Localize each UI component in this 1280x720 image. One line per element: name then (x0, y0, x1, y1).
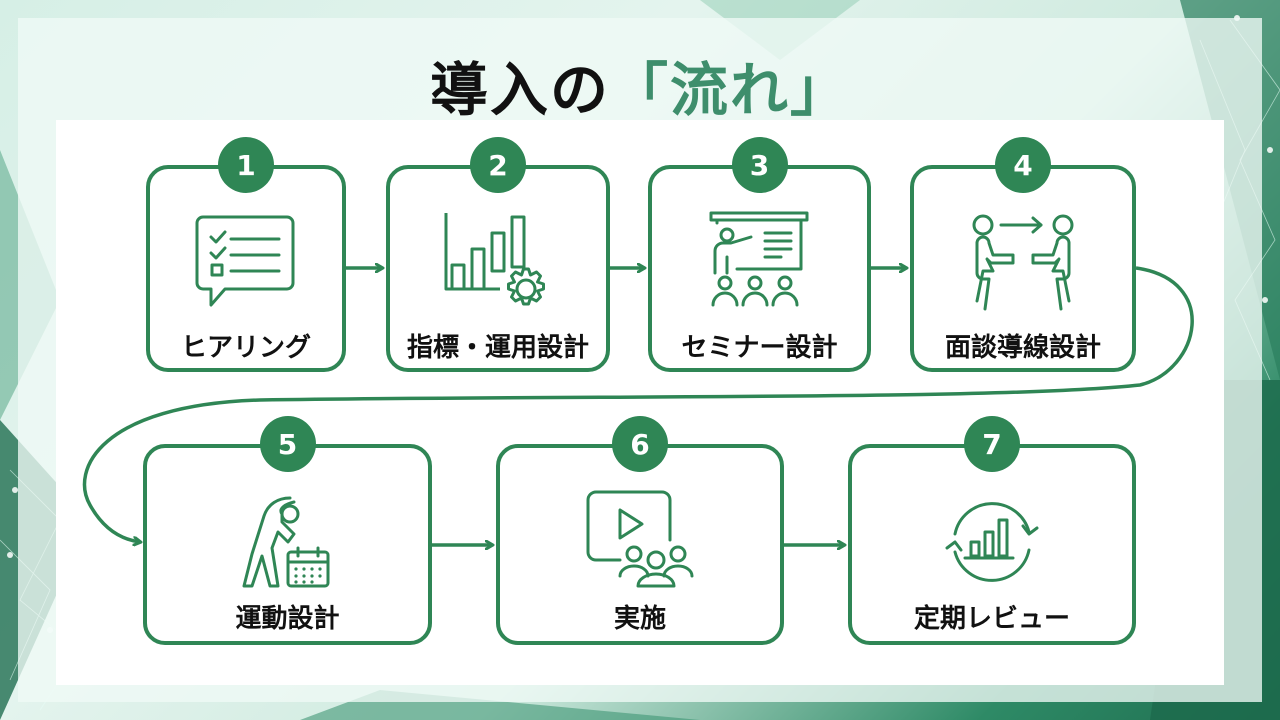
step-label: セミナー設計 (681, 333, 838, 363)
step-card-4: 4 面談導線設計 (910, 137, 1136, 372)
step-label: 面談導線設計 (944, 333, 1101, 363)
meeting-people-icon (972, 214, 1074, 311)
page-title: 導入の「流れ」 (0, 50, 1280, 130)
step-number-badge: 6 (612, 416, 668, 472)
step-number-badge: 4 (995, 137, 1051, 193)
step-card-1: 1 ヒアリング (146, 137, 346, 372)
step-number-badge: 3 (731, 137, 788, 193)
video-audience-icon (586, 490, 694, 588)
step-number-badge: 5 (259, 416, 316, 472)
title-main: 導入の (429, 56, 610, 124)
step-number-badge: 7 (964, 416, 1020, 472)
stretching-calendar-icon (242, 496, 329, 588)
title-accent: 「流れ」 (610, 56, 851, 124)
step-label: 運動設計 (235, 604, 340, 634)
step-number-badge: 2 (470, 137, 526, 193)
step-number-badge: 1 (218, 137, 274, 193)
step-label: 定期レビュー (913, 604, 1070, 634)
step-card-3: 3 セミナー設計 (648, 137, 871, 372)
checklist-speech-bubble-icon (195, 215, 295, 307)
step-label: 実施 (613, 604, 666, 634)
step-card-5: 5 運動設計 (143, 416, 432, 645)
arrow-4-5 (82, 266, 1194, 542)
step-card-6: 6 実施 (496, 416, 784, 645)
presenter-audience-icon (709, 211, 808, 307)
step-card-7: 7 定期レビュー (848, 416, 1136, 645)
bar-chart-gear-icon (444, 213, 545, 306)
step-card-2: 2 指標・運用設計 (386, 137, 610, 372)
review-cycle-chart-icon (945, 502, 1039, 582)
step-label: 指標・運用設計 (406, 333, 589, 363)
step-label: ヒアリング (180, 333, 311, 363)
